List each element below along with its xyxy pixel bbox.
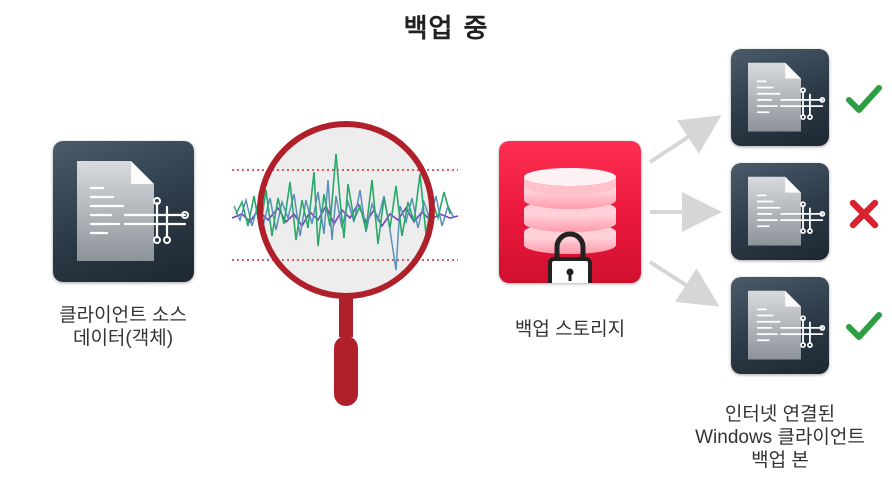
check-icon: [846, 312, 882, 340]
document-icon: [748, 290, 826, 360]
arrow-up: [648, 115, 722, 164]
document-icon: [748, 176, 826, 246]
diagram-title: 백업 중: [403, 14, 489, 44]
document-icon: [77, 161, 189, 261]
backup-copy-tile-1: [731, 49, 829, 146]
document-icon: [748, 62, 826, 132]
backup-copy-tile-2: [731, 163, 829, 260]
backup-copy-tile-3: [731, 277, 829, 374]
source-label: 클라이언트 소스 데이터(객체): [59, 305, 187, 349]
magnifier-icon: [231, 121, 459, 406]
check-icon: [846, 85, 882, 113]
storage-label: 백업 스토리지: [514, 319, 626, 340]
cross-icon: [849, 199, 879, 229]
arrow-down: [648, 260, 720, 307]
lock-icon: [548, 231, 592, 283]
waveform-green: [235, 153, 451, 247]
backup-storage-tile: [499, 141, 641, 283]
distribution-arrows: [648, 115, 722, 307]
database-lock-icon: [524, 168, 616, 283]
waveform-blue: [233, 179, 455, 271]
targets-label: 인터넷 연결된 Windows 클라이언트 백업 본: [695, 404, 865, 471]
source-data-tile: [53, 141, 194, 282]
